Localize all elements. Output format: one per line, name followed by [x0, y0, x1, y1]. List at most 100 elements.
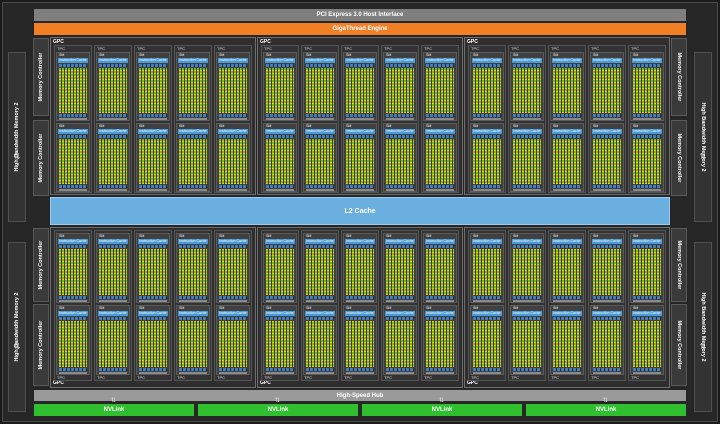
cuda-core-array [266, 249, 294, 295]
sm-label: SM [266, 53, 272, 57]
instruction-cache: Instruction Cache [305, 129, 335, 134]
sm-label: SM [219, 53, 225, 57]
register-file [219, 317, 247, 320]
load-store-units [553, 114, 581, 117]
register-file [473, 245, 501, 248]
memory-controller-right-2: Memory Controller [671, 120, 687, 196]
register-file [386, 245, 414, 248]
gpc-label: GPC [260, 39, 271, 45]
sm-label: SM [513, 306, 519, 310]
register-file [633, 317, 661, 320]
hbm-label: High Bandwidth Memory 2 [14, 292, 20, 362]
cuda-core-array [633, 249, 661, 295]
memory-controller-label: Memory Controller [676, 320, 682, 370]
bidirectional-arrow-icon: ⇅ [603, 398, 609, 404]
register-file [306, 317, 334, 320]
instruction-cache: Instruction Cache [138, 239, 168, 244]
sm-label: SM [473, 53, 479, 57]
load-store-units [513, 368, 541, 371]
register-file [426, 135, 454, 138]
gigathread-engine: GigaThread Engine [34, 23, 686, 35]
load-store-units [426, 296, 454, 299]
sm-label: SM [179, 53, 185, 57]
sm-label: SM [346, 234, 352, 238]
instruction-cache: Instruction Cache [218, 129, 248, 134]
instruction-cache: Instruction Cache [178, 239, 208, 244]
sm-label: SM [99, 234, 105, 238]
sm-label: SM [473, 306, 479, 310]
instruction-cache: Instruction Cache [58, 239, 88, 244]
instruction-cache: Instruction Cache [305, 311, 335, 316]
register-file [513, 64, 541, 67]
memory-controller-label: Memory Controller [38, 133, 44, 183]
cuda-core-array [593, 68, 621, 113]
sm-label: SM [513, 53, 519, 57]
load-store-units [99, 296, 127, 299]
sm-label: SM [266, 306, 272, 310]
load-store-units [593, 368, 621, 371]
cuda-core-array [179, 321, 207, 367]
instruction-cache: Instruction Cache [632, 239, 662, 244]
sm-label: SM [59, 53, 65, 57]
sm-label: SM [553, 124, 559, 128]
texture-units [99, 300, 127, 302]
tpc-label: TPC [424, 46, 432, 51]
load-store-units [99, 368, 127, 371]
sm-label: SM [386, 124, 392, 128]
cuda-core-array [513, 68, 541, 113]
instruction-cache: Instruction Cache [472, 311, 502, 316]
load-store-units [266, 114, 294, 117]
sm-label: SM [59, 234, 65, 238]
load-store-units [219, 296, 247, 299]
cuda-core-array [99, 139, 127, 184]
instruction-cache: Instruction Cache [98, 311, 128, 316]
sm-label: SM [386, 234, 392, 238]
cuda-core-array [266, 321, 294, 367]
cuda-core-array [219, 321, 247, 367]
texture-units [513, 372, 541, 374]
texture-units [139, 372, 167, 374]
texture-units [179, 300, 207, 302]
instruction-cache: Instruction Cache [218, 58, 248, 63]
sm-label: SM [513, 234, 519, 238]
instruction-cache: Instruction Cache [345, 239, 375, 244]
register-file [59, 135, 87, 138]
load-store-units [219, 368, 247, 371]
texture-units [473, 372, 501, 374]
sm-label: SM [219, 234, 225, 238]
instruction-cache: Instruction Cache [552, 311, 582, 316]
instruction-cache: Instruction Cache [178, 58, 208, 63]
texture-units [633, 118, 661, 120]
load-store-units [513, 185, 541, 188]
gpc-label: GPC [53, 39, 64, 45]
hbm-stack-left-2: High Bandwidth Memory 2⇅ [8, 242, 26, 412]
sm-label: SM [59, 306, 65, 310]
tpc-label: TPC [631, 46, 639, 51]
instruction-cache: Instruction Cache [385, 311, 415, 316]
instruction-cache: Instruction Cache [592, 311, 622, 316]
sm-label: SM [633, 234, 639, 238]
